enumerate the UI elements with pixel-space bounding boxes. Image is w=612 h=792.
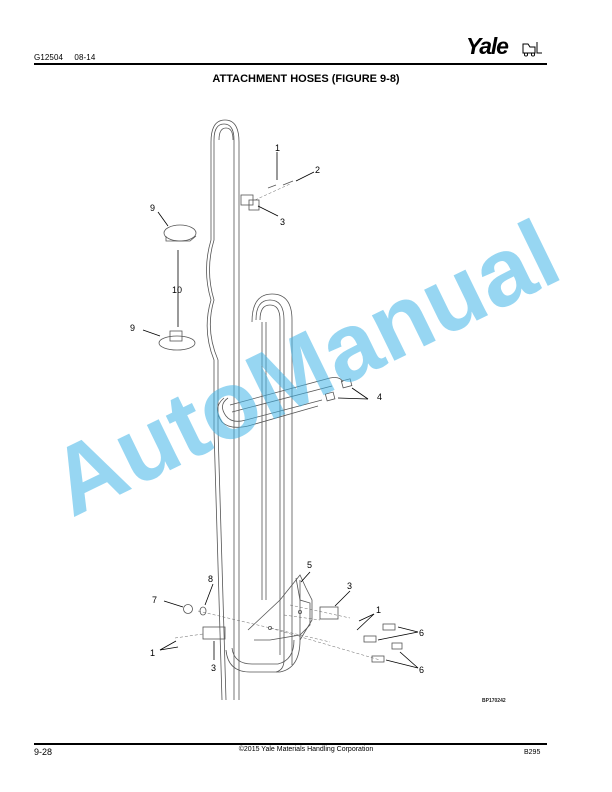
document-header-info: G12504 08-14 xyxy=(34,53,104,62)
callout-2: 2 xyxy=(315,165,320,175)
callout-6-upper: 6 xyxy=(419,628,424,638)
callout-7: 7 xyxy=(152,595,157,605)
figure-id: BP170242 xyxy=(482,698,506,704)
document-number: G12504 xyxy=(34,53,64,62)
callout-5: 5 xyxy=(307,560,312,570)
callout-3-top: 3 xyxy=(280,217,285,227)
callout-1-left: 1 xyxy=(150,648,155,658)
callout-9-upper: 9 xyxy=(150,203,155,213)
document-date: 08-14 xyxy=(74,53,96,62)
header-rule xyxy=(34,63,547,65)
callout-8: 8 xyxy=(208,574,213,584)
brand-logo: Yale xyxy=(466,33,509,59)
callout-6-lower: 6 xyxy=(419,665,424,675)
callout-10: 10 xyxy=(172,285,182,295)
document-code: B295 xyxy=(524,749,541,756)
callout-9-lower: 9 xyxy=(130,323,135,333)
callout-3-bottom: 3 xyxy=(211,663,216,673)
footer-rule xyxy=(34,743,547,745)
callout-1-top: 1 xyxy=(275,143,280,153)
page-title: ATTACHMENT HOSES (FIGURE 9-8) xyxy=(212,73,400,85)
page-number: 9-28 xyxy=(34,747,53,757)
copyright: ©2015 Yale Materials Handling Corporatio… xyxy=(238,746,374,753)
forklift-icon xyxy=(522,42,542,57)
callout-4: 4 xyxy=(377,392,382,402)
callout-3-right: 3 xyxy=(347,581,352,591)
callout-1-right: 1 xyxy=(376,605,381,615)
